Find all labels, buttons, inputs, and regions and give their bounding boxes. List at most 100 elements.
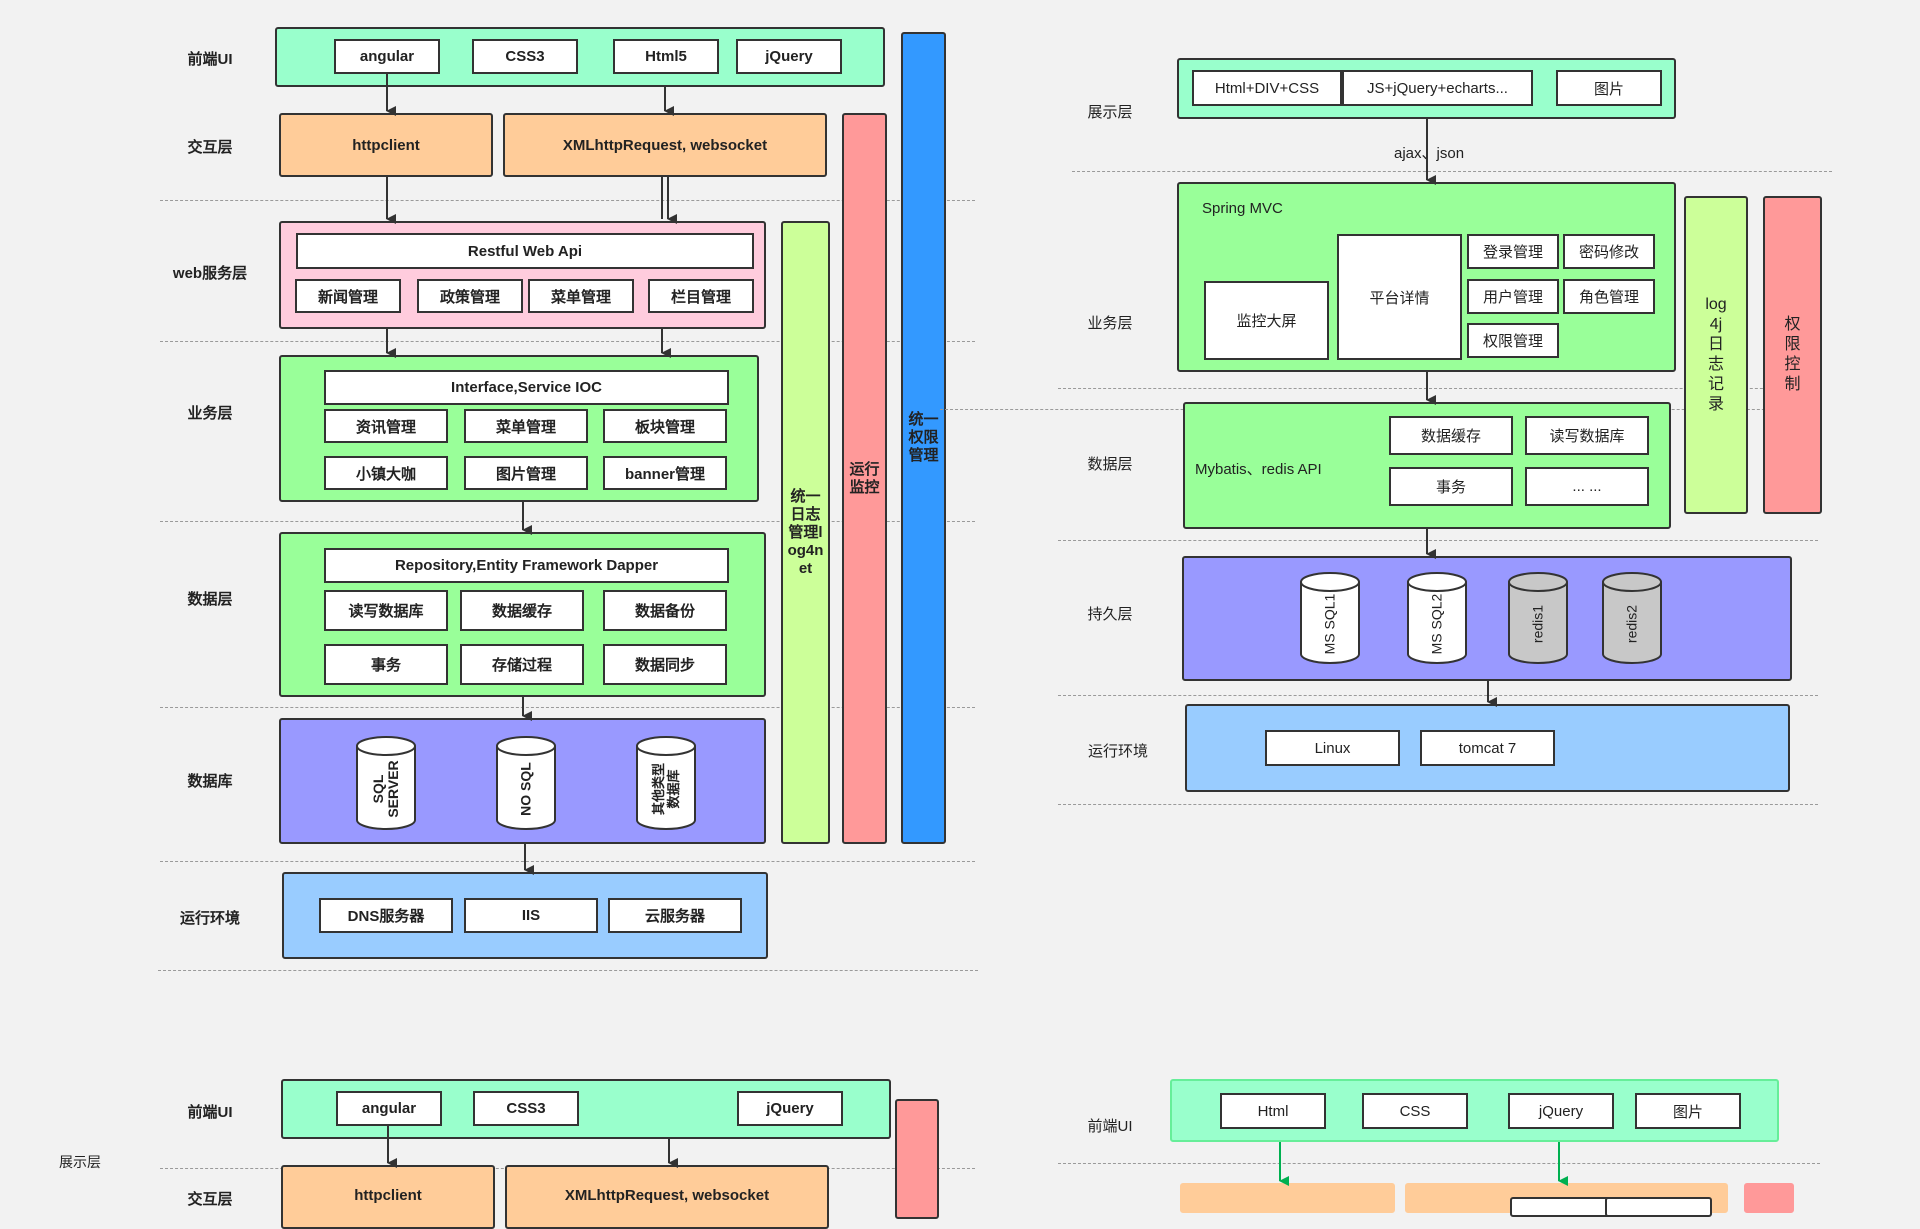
data-item-rw-db: 读写数据库	[324, 590, 448, 631]
frontend-item-jquery: jQuery	[737, 1091, 843, 1126]
layer-label-persistence: 持久层	[1087, 606, 1133, 623]
separator	[1058, 695, 1818, 696]
business-item-login: 登录管理	[1467, 234, 1559, 269]
interaction-xmlhttprequest: XMLhttpRequest, websocket	[503, 113, 827, 177]
layer-label-data: 数据层	[1087, 456, 1133, 473]
business-item-permission: 权限管理	[1467, 323, 1559, 358]
database-label-other: 其他类型数据库	[651, 762, 681, 815]
data-item-stored-proc: 存储过程	[460, 644, 584, 685]
business-item-section: 板块管理	[603, 409, 727, 443]
separator	[158, 970, 978, 971]
persistence-cylinder-redis1: redis1	[1508, 572, 1568, 664]
business-title-ioc: Interface,Service IOC	[324, 370, 729, 405]
layer-label-database: 数据库	[187, 773, 233, 790]
layer-label-interaction: 交互层	[187, 139, 233, 156]
separator	[1058, 540, 1818, 541]
interaction-xmlhttprequest: XMLhttpRequest, websocket	[505, 1165, 829, 1229]
layer-label-interaction: 交互层	[187, 1191, 233, 1208]
interaction-httpclient: httpclient	[279, 113, 493, 177]
runtime-item-dns: DNS服务器	[319, 898, 453, 933]
layer-label-runtime: 运行环境	[1087, 743, 1149, 760]
separator	[1058, 1163, 1820, 1164]
persistence-label-redis2: redis2	[1623, 604, 1640, 643]
web-item-policy: 政策管理	[417, 279, 523, 313]
frontend-item-jquery: jQuery	[1508, 1093, 1614, 1129]
business-item-image: 图片管理	[464, 456, 588, 490]
layer-label-presentation: 展示层	[59, 1154, 101, 1170]
data-item-more: ... ...	[1525, 467, 1649, 506]
interaction-box-left	[1180, 1183, 1395, 1213]
frontend-item-jquery: jQuery	[736, 39, 842, 74]
side-bar-log4j: log4j日志记录	[1684, 196, 1748, 514]
persistence-cylinder-mssql2: MS SQL2	[1407, 572, 1467, 664]
separator	[160, 861, 975, 862]
data-title-mybatis: Mybatis、redis API	[1195, 461, 1322, 478]
spring-mvc-title: Spring MVC	[1202, 200, 1283, 217]
web-item-menu: 菜单管理	[528, 279, 634, 313]
data-item-backup: 数据备份	[603, 590, 727, 631]
business-item-menu: 菜单管理	[464, 409, 588, 443]
frontend-item-angular: angular	[334, 39, 440, 74]
interaction-httpclient: httpclient	[281, 1165, 495, 1229]
data-item-cache: 数据缓存	[460, 590, 584, 631]
runtime-item-iis: IIS	[464, 898, 598, 933]
web-item-news: 新闻管理	[295, 279, 401, 313]
side-bar-permission-control: 权限控制	[1763, 196, 1822, 514]
business-item-banner: banner管理	[603, 456, 727, 490]
layer-label-business: 业务层	[187, 405, 233, 422]
separator	[160, 521, 975, 522]
frontend-item-angular: angular	[336, 1091, 442, 1126]
layer-label-frontend: 前端UI	[187, 1104, 233, 1121]
presentation-item-js: JS+jQuery+echarts...	[1342, 70, 1533, 106]
data-item-cache: 数据缓存	[1389, 416, 1513, 455]
separator	[160, 341, 975, 342]
web-title-restful: Restful Web Api	[296, 233, 754, 269]
database-cylinder-other: 其他类型数据库	[636, 736, 696, 830]
side-bar-monitor: 运行监控	[842, 113, 887, 844]
side-bar-monitor	[895, 1099, 939, 1219]
business-item-news: 资讯管理	[324, 409, 448, 443]
business-item-password: 密码修改	[1563, 234, 1655, 269]
presentation-item-html: Html+DIV+CSS	[1192, 70, 1342, 106]
frontend-item-css: CSS	[1362, 1093, 1468, 1129]
interaction-item-cropped	[1605, 1197, 1712, 1217]
persistence-cylinder-mssql1: MS SQL1	[1300, 572, 1360, 664]
side-bar-cropped	[1744, 1183, 1794, 1213]
frontend-item-css3: CSS3	[473, 1091, 579, 1126]
database-cylinder-nosql: NO SQL	[496, 736, 556, 830]
business-item-role: 角色管理	[1563, 279, 1655, 314]
separator	[1058, 388, 1818, 389]
separator	[160, 707, 975, 708]
layer-label-frontend: 前端UI	[187, 51, 233, 68]
separator	[160, 200, 975, 201]
frontend-item-html: Html	[1220, 1093, 1326, 1129]
ajax-json-label: ajax、json	[1392, 142, 1467, 163]
persistence-label-redis1: redis1	[1529, 604, 1546, 643]
separator	[1058, 804, 1818, 805]
layer-label-web: web服务层	[172, 265, 248, 282]
layer-label-runtime: 运行环境	[179, 910, 241, 927]
layer-label-frontend: 前端UI	[1087, 1118, 1133, 1135]
runtime-item-tomcat: tomcat 7	[1420, 730, 1555, 766]
database-label-nosql: NO SQL	[517, 761, 534, 816]
presentation-item-image: 图片	[1556, 70, 1662, 106]
web-item-column: 栏目管理	[648, 279, 754, 313]
interaction-item-cropped	[1510, 1197, 1617, 1217]
business-item-user: 用户管理	[1467, 279, 1559, 314]
database-label-sqlserver: SQL SERVER	[370, 759, 401, 818]
frontend-item-css3: CSS3	[472, 39, 578, 74]
frontend-item-html5: Html5	[613, 39, 719, 74]
persistence-label-mssql2: MS SQL2	[1428, 593, 1445, 654]
layer-label-business: 业务层	[1087, 315, 1133, 332]
frontend-item-image: 图片	[1635, 1093, 1741, 1129]
database-cylinder-sqlserver: SQL SERVER	[356, 736, 416, 830]
data-item-rw-db: 读写数据库	[1525, 416, 1649, 455]
side-bar-permission: 统一权限管理	[901, 32, 946, 844]
separator	[1072, 171, 1832, 172]
layer-label-presentation: 展示层	[1087, 104, 1133, 121]
data-item-transaction: 事务	[324, 644, 448, 685]
persistence-layer-box	[1182, 556, 1792, 681]
runtime-item-linux: Linux	[1265, 730, 1400, 766]
business-item-town: 小镇大咖	[324, 456, 448, 490]
layer-label-data: 数据层	[187, 591, 233, 608]
